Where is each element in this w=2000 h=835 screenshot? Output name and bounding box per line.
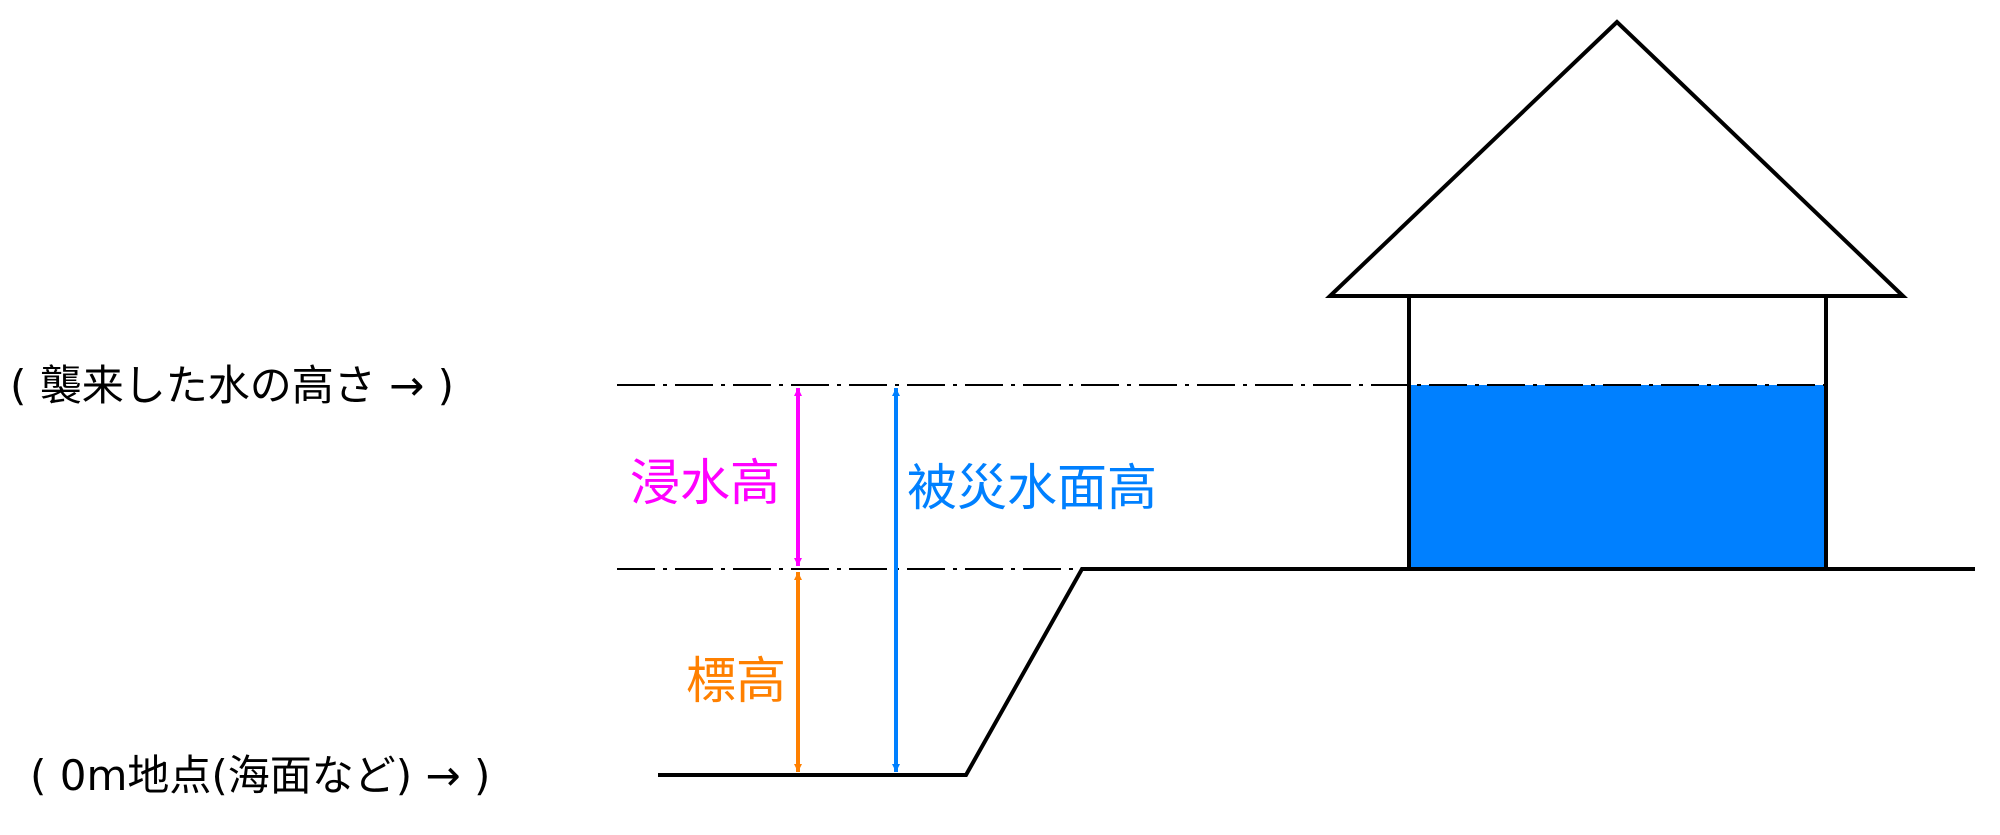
water-level-label: ( 襲来した水の高さ → ) (10, 361, 454, 410)
damage-water-height-label: 被災水面高 (907, 459, 1157, 517)
house-roof (1325, 19, 1908, 298)
elevation-label: 標高 (686, 652, 786, 710)
flood-water (1409, 385, 1826, 569)
inundation-height-label: 浸水高 (630, 454, 780, 512)
house-walls (1407, 294, 1828, 571)
ground-line (658, 567, 1975, 777)
sea-level-label: ( 0m地点(海面など) → ) (30, 751, 490, 800)
